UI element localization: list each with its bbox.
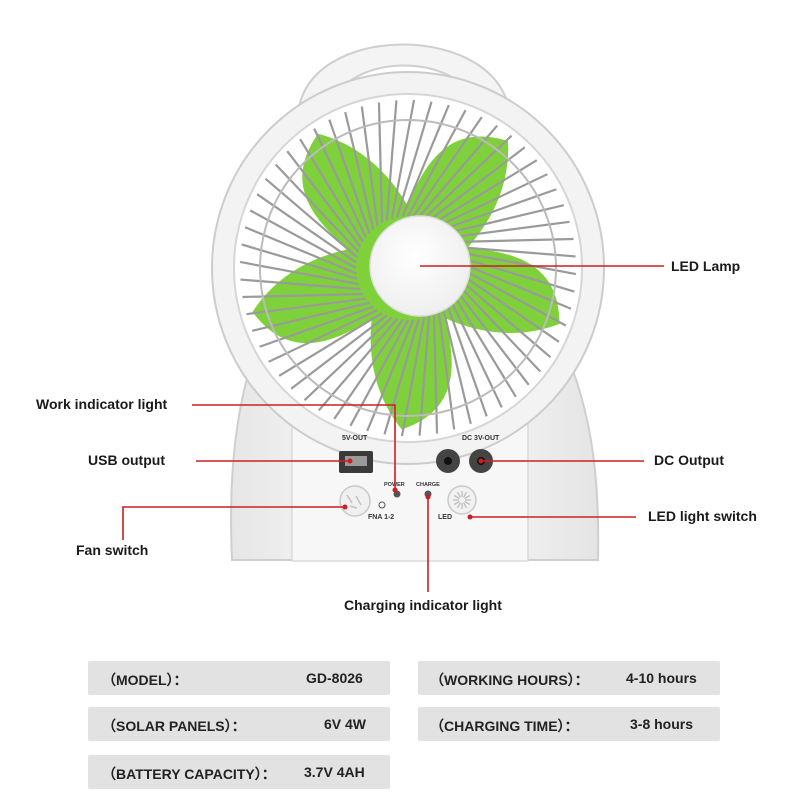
charge-label: CHARGE [416,482,440,488]
spec-solar-value: 6V 4W [324,716,367,732]
led-knob-label: LED [438,514,452,521]
spec-solar-label: （SOLAR PANELS）： [102,718,246,734]
spec-battery-capacity: （BATTERY CAPACITY）： 3.7V 4AH [88,755,390,789]
spec-working-hours-value: 4-10 hours [626,670,697,686]
spec-charging-value: 3-8 hours [630,716,694,732]
led-ray [456,502,462,509]
callout-dc-output: DC Output [654,452,724,468]
callout-led-switch: LED light switch [648,508,757,524]
spec-battery-value: 3.7V 4AH [304,764,365,780]
led-ray [464,500,471,506]
usb-port-label: 5V-OUT [342,435,368,442]
spec-battery-label: （BATTERY CAPACITY）： [102,766,276,782]
callout-fan-switch: Fan switch [76,542,149,558]
callout-led-lamp: LED Lamp [671,258,741,274]
spec-solar-panels: （SOLAR PANELS）： 6V 4W [88,707,390,741]
led-ray [462,502,468,509]
fan-knob-label: FNA 1-2 [368,514,394,521]
led-switch-knob [447,485,477,515]
spec-working-hours: （WORKING HOURS）： 4-10 hours [418,661,720,695]
spec-model: （MODEL）： GD-8026 [88,661,390,695]
spec-working-hours-label: （WORKING HOURS）： [430,672,589,688]
led-ray [456,491,462,498]
fan-switch-knob [339,485,371,517]
leader-lines [122,265,664,592]
led-ray [453,494,460,500]
dc-port-label: DC 3V-OUT [462,435,500,442]
spec-model-value: GD-8026 [306,670,363,686]
callout-usb-output: USB output [88,452,165,468]
spec-charging-label: （CHARGING TIME）： [430,718,579,734]
spec-charging-time: （CHARGING TIME）： 3-8 hours [418,707,720,741]
led-ray [453,500,460,506]
callout-charging-indicator: Charging indicator light [344,597,502,613]
led-ray [464,494,471,500]
spec-model-label: （MODEL）： [102,672,188,688]
callout-work-indicator: Work indicator light [36,396,168,412]
led-ray [462,491,468,498]
